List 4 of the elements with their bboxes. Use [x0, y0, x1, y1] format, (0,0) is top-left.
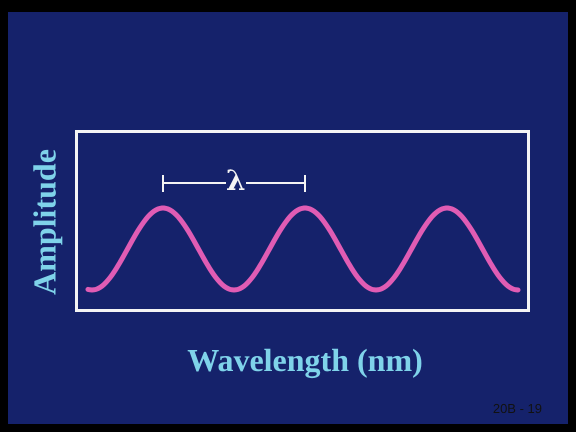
x-axis-label: Wavelength (nm): [187, 342, 423, 379]
slide-number: 20B - 19: [492, 401, 542, 416]
y-axis-label: Amplitude: [26, 149, 64, 295]
wavelength-symbol: λ: [226, 165, 244, 197]
